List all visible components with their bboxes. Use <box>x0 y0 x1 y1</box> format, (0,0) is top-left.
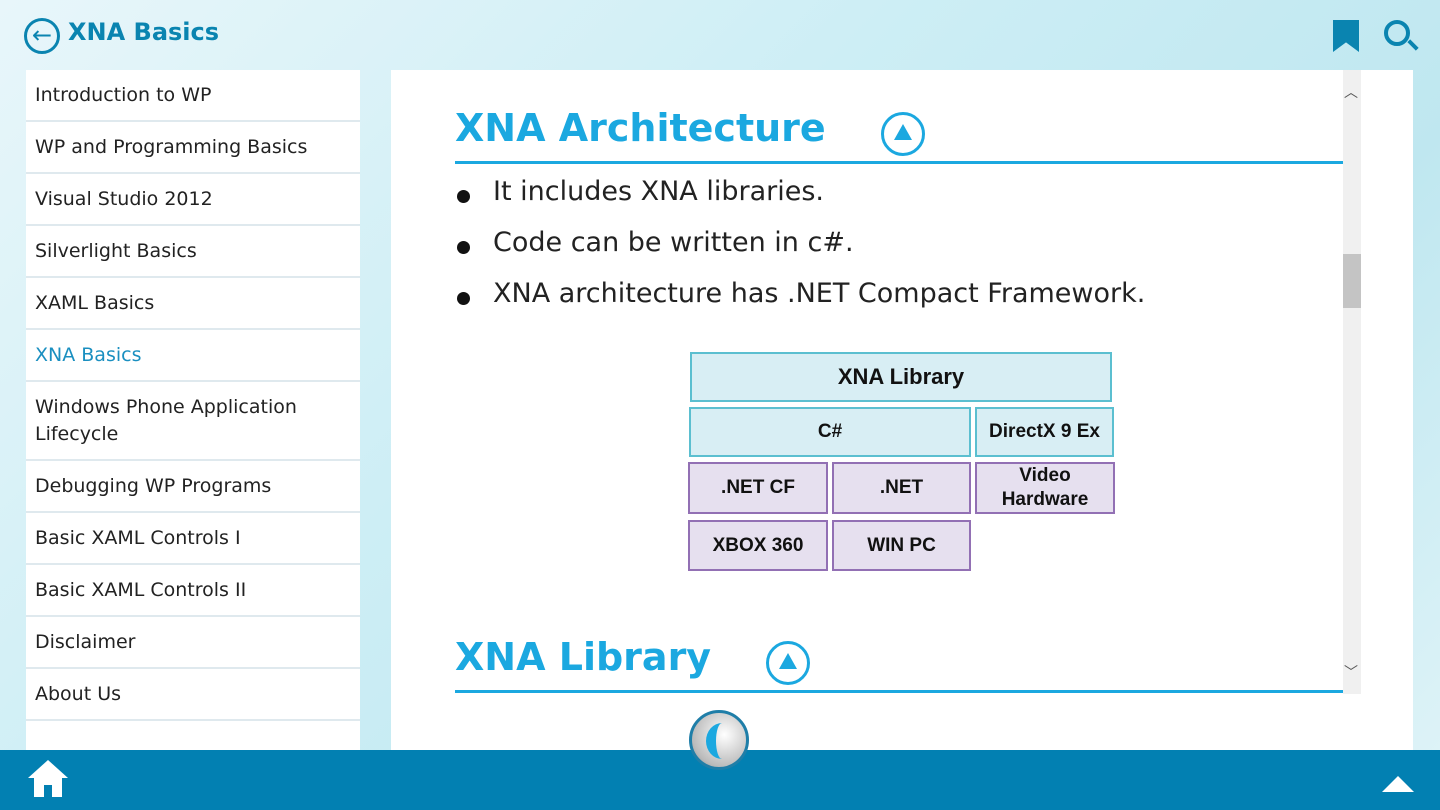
app-logo[interactable] <box>689 710 749 770</box>
bookmark-icon[interactable] <box>1333 20 1359 52</box>
sidebar-item-lifecycle[interactable]: Windows Phone Application Lifecycle <box>26 382 360 461</box>
back-button[interactable]: ← <box>24 18 60 54</box>
diagram-netcf: .NET CF <box>688 462 828 514</box>
content-panel: XNA Architecture It includes XNA librari… <box>391 70 1413 750</box>
collapse-up-icon[interactable] <box>766 641 810 685</box>
section-heading: XNA Library <box>455 635 1349 693</box>
scroll-down-icon[interactable]: ﹀ <box>1344 665 1358 681</box>
scroll-up-icon[interactable]: ︿ <box>1344 85 1358 101</box>
section-heading: XNA Architecture <box>455 106 1349 164</box>
sidebar-item-xna[interactable]: XNA Basics <box>26 330 360 382</box>
bullet-list: It includes XNA libraries. Code can be w… <box>455 176 1145 329</box>
scrollbar-thumb[interactable] <box>1343 254 1361 308</box>
sidebar-item-about[interactable]: About Us <box>26 669 360 721</box>
page-title: XNA Basics <box>68 18 220 46</box>
diagram-video-hardware: Video Hardware <box>975 462 1115 514</box>
scrollbar-track[interactable] <box>1343 70 1361 694</box>
sidebar-item-silverlight[interactable]: Silverlight Basics <box>26 226 360 278</box>
sidebar: Introduction to WP WP and Programming Ba… <box>26 70 360 750</box>
sidebar-item-visual-studio[interactable]: Visual Studio 2012 <box>26 174 360 226</box>
sidebar-item-controls-2[interactable]: Basic XAML Controls II <box>26 565 360 617</box>
bullet-item: It includes XNA libraries. <box>455 176 1145 227</box>
sidebar-item-intro[interactable]: Introduction to WP <box>26 70 360 122</box>
sidebar-item-wp-programming[interactable]: WP and Programming Basics <box>26 122 360 174</box>
sidebar-item-controls-1[interactable]: Basic XAML Controls I <box>26 513 360 565</box>
diagram-csharp: C# <box>689 407 971 457</box>
diagram-directx: DirectX 9 Ex <box>975 407 1114 457</box>
home-icon[interactable] <box>28 760 68 798</box>
expand-up-icon[interactable] <box>1382 776 1414 792</box>
collapse-up-icon[interactable] <box>881 112 925 156</box>
sidebar-item-xaml[interactable]: XAML Basics <box>26 278 360 330</box>
bullet-item: Code can be written in c#. <box>455 227 1145 278</box>
arrow-left-icon: ← <box>31 21 53 49</box>
diagram-net: .NET <box>832 462 971 514</box>
sidebar-item-debugging[interactable]: Debugging WP Programs <box>26 461 360 513</box>
diagram-xbox: XBOX 360 <box>688 520 828 571</box>
search-icon[interactable] <box>1384 20 1410 46</box>
sidebar-item-disclaimer[interactable]: Disclaimer <box>26 617 360 669</box>
diagram-winpc: WIN PC <box>832 520 971 571</box>
bullet-item: XNA architecture has .NET Compact Framew… <box>455 278 1145 329</box>
diagram-xna-library: XNA Library <box>690 352 1112 402</box>
top-bar: ← XNA Basics <box>0 0 1440 68</box>
